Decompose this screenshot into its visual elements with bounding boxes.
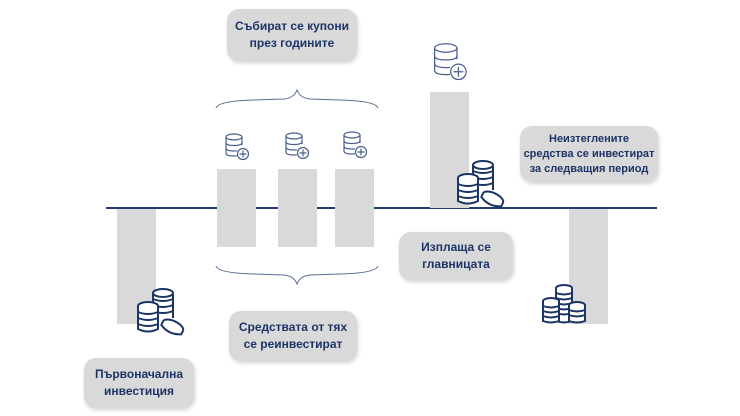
label-coupons-collected: Събират се купони през годините [227,9,357,61]
label-reinvested: Средствата от тях се реинвестират [229,311,357,361]
coins-stack-icon [137,288,185,336]
top-brace-icon [215,88,379,109]
database-plus-icon [225,133,250,161]
database-plus-icon [433,43,467,81]
bar-coupon-2 [278,169,317,247]
label-initial-investment: Първоначална инвестиция [84,358,194,408]
bar-coupon-3 [335,169,374,247]
bottom-brace-icon [215,265,379,286]
database-plus-icon [285,132,310,160]
label-principal-repaid: Изплаща се главницата [399,232,513,280]
coins-stack-icon [457,160,505,208]
bar-coupon-1 [217,169,256,247]
coins-pyramid-icon [542,284,586,324]
label-unwithdrawn-reinvested: Неизтеглените средства се инвестират за … [520,126,658,182]
timeline-axis [106,207,657,209]
database-plus-icon [343,131,368,159]
